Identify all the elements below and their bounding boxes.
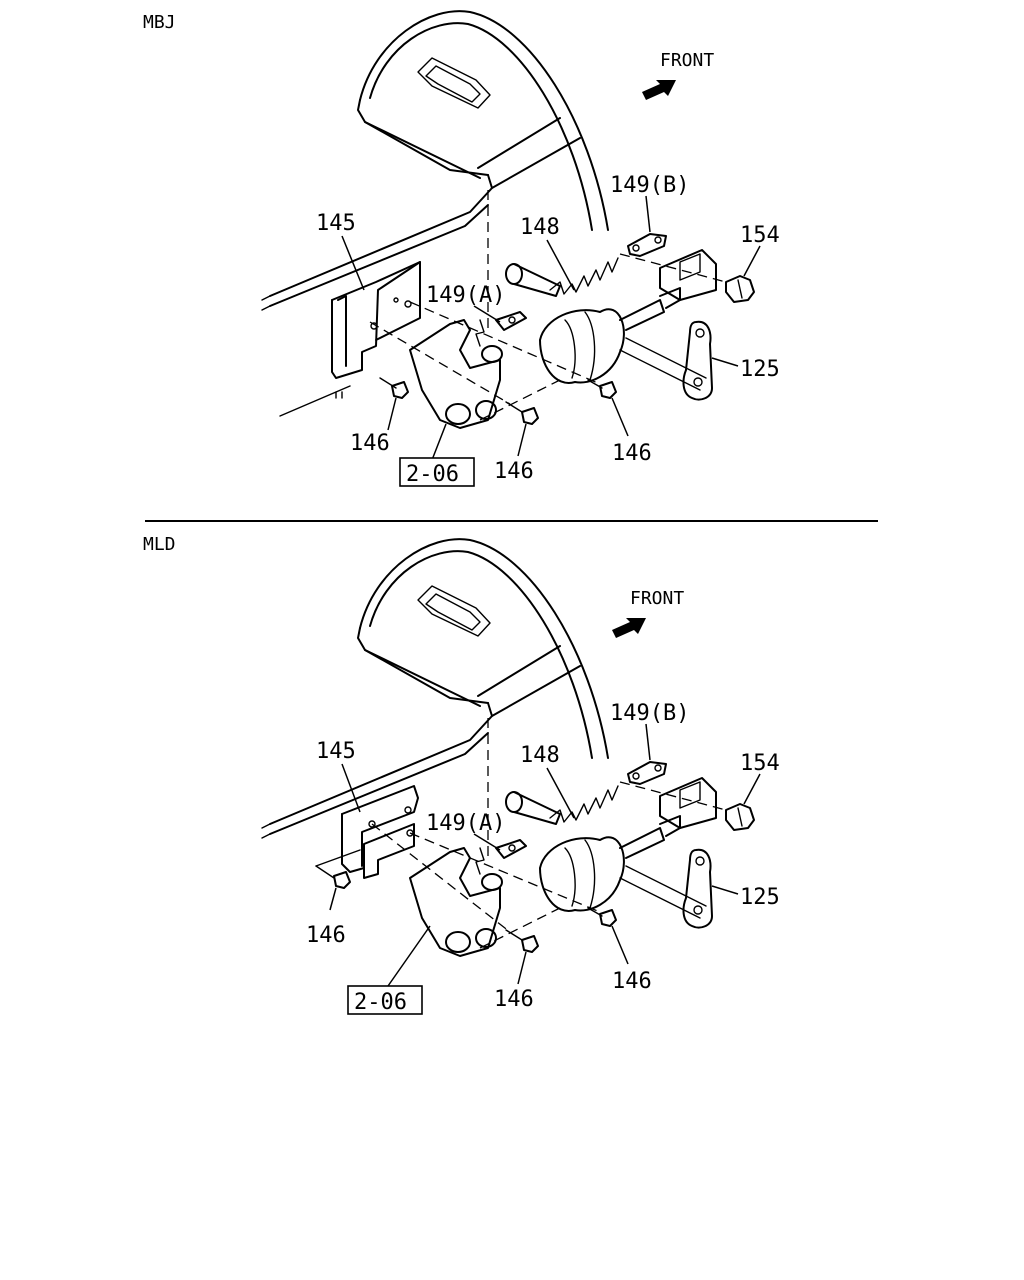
callout-146-left: 146 (306, 923, 346, 948)
lever-125 (682, 320, 713, 401)
lever-125 (682, 848, 713, 929)
reference-box (399, 457, 475, 487)
spring-148 (505, 785, 619, 825)
callout-149b: 149(B) (610, 701, 689, 726)
flywheel-housing (269, 538, 609, 858)
callout-145: 145 (316, 211, 356, 236)
callout-145: 145 (316, 739, 356, 764)
bracket-145 (341, 785, 419, 879)
slave-cylinder (409, 249, 717, 429)
bolt-146-right (587, 379, 617, 399)
callout-148: 148 (520, 743, 560, 768)
callout-125: 125 (740, 357, 780, 382)
clip-149b (627, 233, 667, 257)
diagram-section-mbj: MBJ FRONT (143, 10, 780, 487)
clip-149b (627, 761, 667, 785)
callout-154: 154 (740, 751, 780, 776)
front-arrow-icon (642, 80, 676, 100)
variant-label: MLD (143, 534, 176, 555)
callout-148: 148 (520, 215, 560, 240)
callout-149a: 149(A) (426, 283, 505, 308)
callout-146-right: 146 (612, 441, 652, 466)
callout-149a: 149(A) (426, 811, 505, 836)
callout-125: 125 (740, 885, 780, 910)
washer-149a (495, 839, 527, 859)
pin-154 (725, 275, 755, 303)
bolt-146-left (315, 865, 351, 889)
callout-146-left: 146 (350, 431, 390, 456)
front-arrow-icon (612, 618, 646, 638)
callout-146-middle: 146 (494, 987, 534, 1012)
diagram-section-mld: MLD (143, 534, 780, 1015)
callout-149b: 149(B) (610, 173, 689, 198)
reference-label: 2-06 (354, 990, 407, 1015)
bracket-145 (331, 261, 421, 379)
front-label: FRONT (660, 50, 714, 71)
spring-148 (505, 257, 619, 297)
reference-label: 2-06 (406, 462, 459, 487)
bolt-146-middle (505, 929, 539, 953)
bolt-146-right (587, 907, 617, 927)
reference-box (347, 985, 423, 1015)
variant-label: MBJ (143, 12, 176, 33)
bolt-146-left (379, 377, 409, 399)
washer-149a (495, 311, 527, 331)
flywheel-housing (269, 10, 609, 330)
callout-146-middle: 146 (494, 459, 534, 484)
front-label: FRONT (630, 588, 684, 609)
callout-154: 154 (740, 223, 780, 248)
slave-cylinder (409, 777, 717, 957)
callout-146-right: 146 (612, 969, 652, 994)
pin-154 (725, 803, 755, 831)
